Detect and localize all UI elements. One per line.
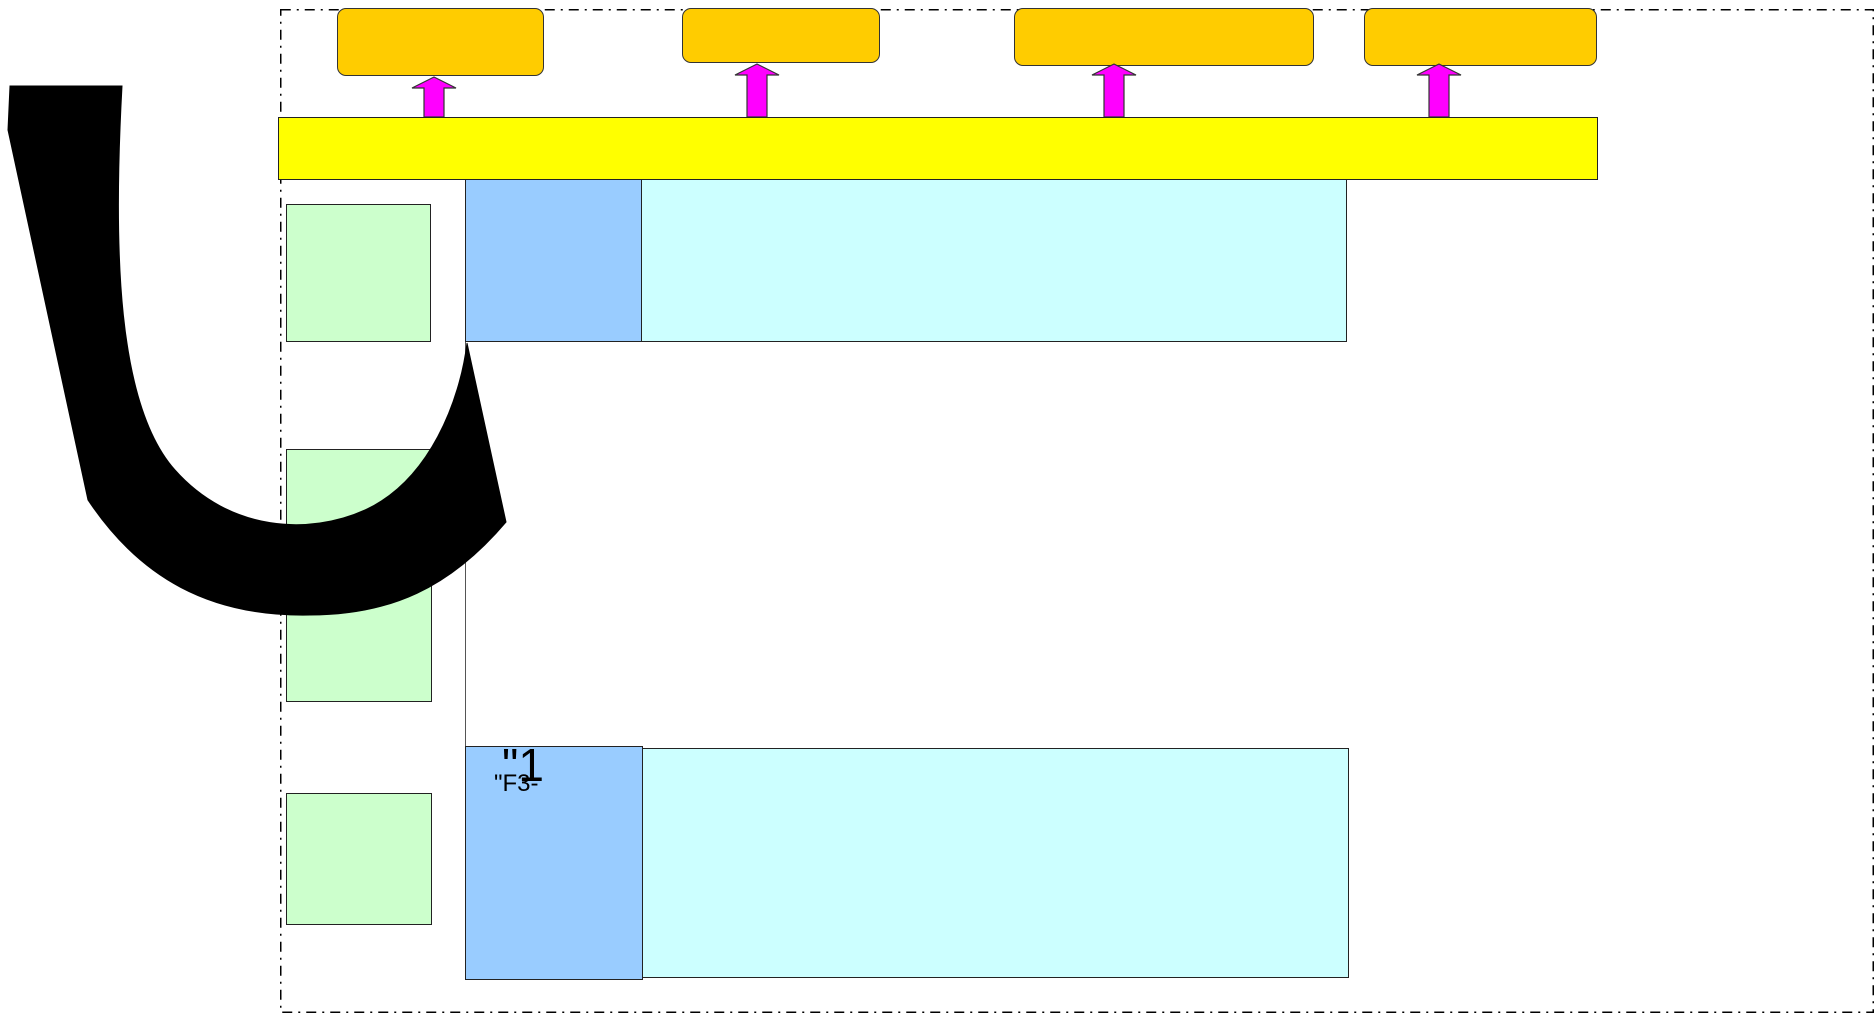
side-box-1 <box>286 204 431 342</box>
side-box-2 <box>286 449 432 702</box>
connector-line <box>465 342 466 748</box>
blue-box-2-label: "1 "F3- <box>494 739 582 802</box>
blue-box-2-small-label: "F3- <box>494 770 539 797</box>
blue-box-1 <box>465 179 642 342</box>
up-arrow-icon <box>411 76 457 118</box>
blue-box-2-big-label: "1 <box>502 739 544 791</box>
blue-box-2 <box>465 746 643 980</box>
cyan-box-1 <box>641 179 1347 342</box>
top-box-4 <box>1364 8 1597 66</box>
up-arrow-icon <box>734 63 780 118</box>
side-box-3 <box>286 793 432 925</box>
up-arrow-icon <box>1091 63 1137 118</box>
main-bar <box>278 117 1598 180</box>
top-box-3 <box>1014 8 1314 66</box>
top-box-1 <box>337 8 544 76</box>
up-arrow-icon <box>1416 63 1462 118</box>
cyan-box-2 <box>642 748 1349 978</box>
top-box-2 <box>682 8 880 63</box>
